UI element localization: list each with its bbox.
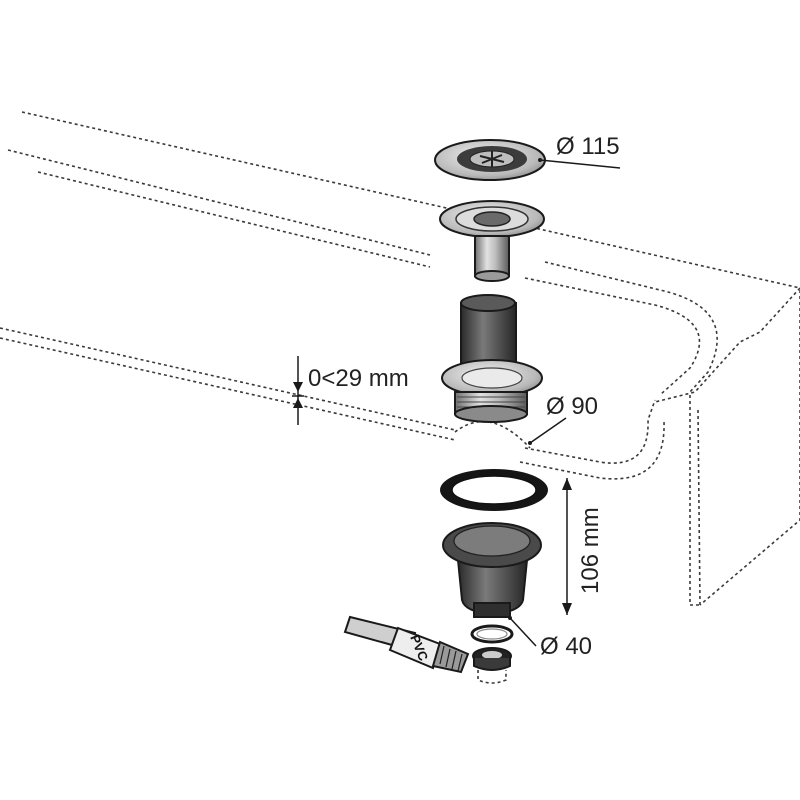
- grate-diameter-label: Ø 115: [556, 133, 620, 160]
- drain-flange: [439, 200, 545, 282]
- rubber-gasket: [440, 469, 548, 511]
- threaded-body: [441, 294, 543, 423]
- outlet-diameter-label: Ø 40: [540, 633, 592, 660]
- height-label: 106 mm: [577, 507, 604, 594]
- shower-tray-outline: [0, 111, 800, 606]
- thickness-label: 0<29 mm: [308, 365, 409, 392]
- dim-hole-diameter: Ø 90: [528, 393, 598, 445]
- locking-ring: [470, 624, 514, 644]
- pvc-brush-icon: PVC: [343, 615, 470, 674]
- dim-thickness: 0<29 mm: [292, 356, 409, 425]
- dim-outlet-diameter: Ø 40: [508, 616, 592, 660]
- bottom-housing: [442, 522, 542, 618]
- dim-grate-diameter: Ø 115: [538, 133, 621, 169]
- outlet-nut: [472, 647, 512, 684]
- dim-height: 106 mm: [562, 478, 604, 615]
- grate-cover: [434, 139, 546, 181]
- hole-diameter-label: Ø 90: [546, 393, 598, 420]
